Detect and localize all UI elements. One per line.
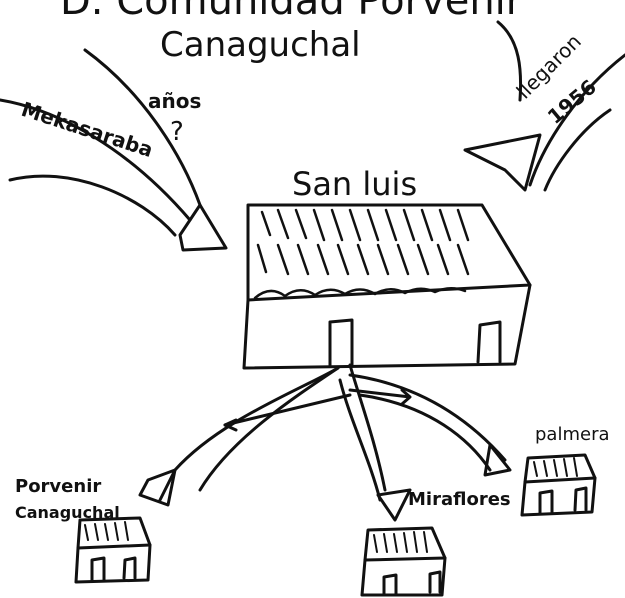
label-anos: años	[148, 89, 201, 113]
center-house-thatch	[253, 208, 470, 300]
place-left-line1: Porvenir	[15, 476, 101, 497]
outgoing-arrows	[138, 363, 512, 522]
center-label: San luis	[292, 165, 417, 203]
left-arrows	[0, 48, 228, 252]
center-house-door	[328, 318, 354, 367]
center-house-window	[476, 320, 502, 364]
label-1956: 1956	[543, 75, 601, 129]
right-house	[520, 453, 597, 517]
place-right: palmera	[535, 424, 610, 445]
right-arrows	[463, 20, 625, 192]
title-line-1: D. Comunidad Porvenir	[60, 0, 523, 24]
center-house	[242, 203, 532, 370]
left-house	[74, 516, 152, 584]
place-left-line2: Canaguchal	[15, 503, 120, 522]
label-question: ?	[170, 117, 184, 147]
place-middle: Miraflores	[408, 489, 511, 510]
label-mekasaraba: Mekasaraba	[18, 97, 156, 162]
middle-house	[360, 526, 447, 597]
title-line-2: Canaguchal	[160, 25, 361, 65]
center-house-wall	[242, 283, 532, 370]
